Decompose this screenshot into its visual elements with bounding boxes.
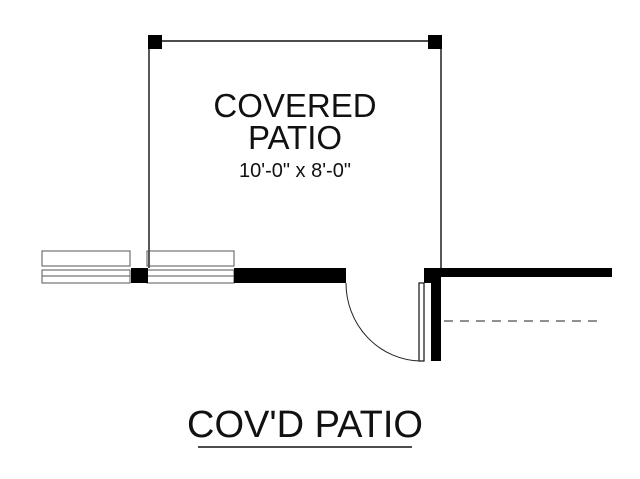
- patio-outline: [148, 40, 442, 268]
- wall-segment-right: [424, 268, 612, 277]
- wall-segment-vertical: [431, 277, 441, 361]
- post-top-left: [148, 35, 162, 49]
- door-swing-arc: [345, 282, 421, 362]
- room-dimensions: 10'-0" x 8'-0": [239, 160, 351, 182]
- sliding-panel-2-upper: [146, 250, 235, 267]
- slider-post-left: [131, 268, 145, 283]
- sliding-door-left: [41, 250, 131, 284]
- wall-jamb-right: [424, 268, 436, 283]
- door-leaf: [418, 282, 425, 362]
- wall-segment-center: [234, 268, 346, 283]
- room-name-line1: COVERED: [213, 87, 376, 124]
- plan-caption: COV'D PATIO: [187, 404, 423, 446]
- post-top-right: [428, 35, 442, 49]
- sliding-panel-1-upper: [41, 250, 131, 267]
- room-name-line2: PATIO: [248, 119, 342, 156]
- slider-post-mid: [142, 268, 148, 283]
- swing-door: [345, 282, 425, 362]
- sliding-door-right: [146, 250, 235, 284]
